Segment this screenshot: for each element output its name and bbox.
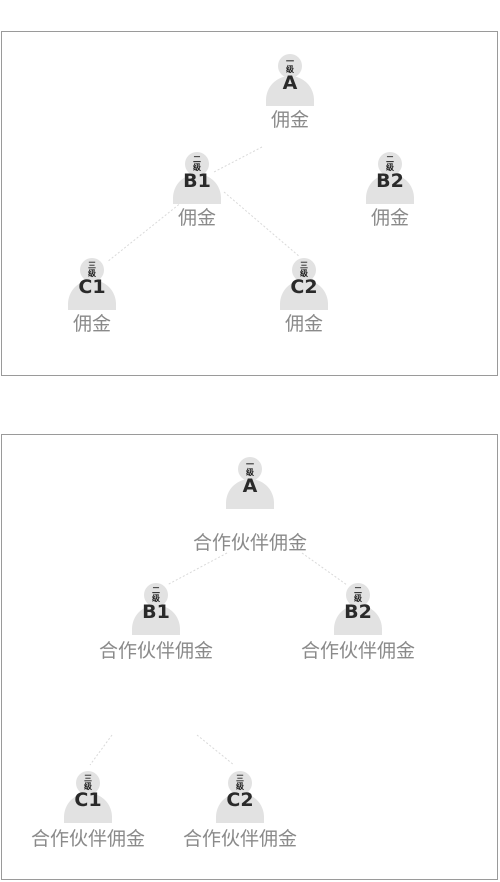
connector-b1-c2 bbox=[196, 734, 235, 766]
connector-b1-c1 bbox=[89, 734, 113, 766]
node-letter: C2 bbox=[290, 276, 318, 298]
connector-a-b1 bbox=[166, 552, 228, 586]
node-letter: B1 bbox=[183, 170, 211, 192]
node-letter: A bbox=[242, 475, 258, 497]
connector-lines-2 bbox=[89, 552, 348, 766]
person-icon: 三级 C2 bbox=[280, 258, 328, 314]
node-caption: 合作伙伴佣金 bbox=[182, 828, 297, 850]
level-badge: 三级 bbox=[300, 261, 308, 278]
node-caption: 佣金 bbox=[370, 207, 409, 229]
connector-a-b1 bbox=[213, 146, 263, 173]
connector-b1-c2 bbox=[223, 191, 301, 258]
node-caption: 佣金 bbox=[72, 313, 111, 335]
node-caption: 合作伙伴佣金 bbox=[30, 828, 145, 850]
node-letter: A bbox=[282, 72, 298, 94]
level-badge: 二级 bbox=[354, 586, 362, 603]
node-caption: 佣金 bbox=[177, 207, 216, 229]
person-icon: 二级 B1 bbox=[173, 152, 221, 208]
node-caption: 佣金 bbox=[284, 313, 323, 335]
connector-a-b2 bbox=[301, 552, 348, 586]
person-icon: 三级 C2 bbox=[216, 771, 264, 827]
person-icon: 二级 B2 bbox=[366, 152, 414, 208]
connector-b1-c1 bbox=[106, 201, 183, 263]
level-badge: 一级 bbox=[286, 57, 294, 74]
node-letter: C1 bbox=[78, 276, 106, 298]
node-letter: B1 bbox=[142, 601, 170, 623]
level-badge: 三级 bbox=[236, 774, 244, 791]
level-badge: 二级 bbox=[193, 155, 201, 172]
node-caption: 佣金 bbox=[270, 109, 309, 131]
diagram-panel-1: 一级 A 佣金 二级 B1 佣金 二级 B2 佣金 三级 C1 佣金 bbox=[1, 31, 498, 376]
node-letter: C2 bbox=[226, 789, 254, 811]
connector-lines-1 bbox=[106, 146, 301, 263]
person-icon: 二级 B2 bbox=[334, 583, 382, 639]
diagram-panel-2: 一级 A 合作伙伴佣金 二级 B1 合作伙伴佣金 二级 B2 合作伙伴佣金 三级… bbox=[1, 434, 498, 880]
level-badge: 二级 bbox=[386, 155, 394, 172]
person-icon: 一级 A bbox=[266, 54, 314, 110]
person-icon: 一级 A bbox=[226, 457, 274, 513]
node-caption: 合作伙伴佣金 bbox=[300, 640, 415, 662]
person-icon: 三级 C1 bbox=[64, 771, 112, 827]
node-letter: B2 bbox=[344, 601, 372, 623]
level-badge: 三级 bbox=[84, 774, 92, 791]
node-caption: 合作伙伴佣金 bbox=[98, 640, 213, 662]
person-icon: 三级 C1 bbox=[68, 258, 116, 314]
node-letter: B2 bbox=[376, 170, 404, 192]
level-badge: 三级 bbox=[88, 261, 96, 278]
person-icon: 二级 B1 bbox=[132, 583, 180, 639]
node-letter: C1 bbox=[74, 789, 102, 811]
level-badge: 一级 bbox=[246, 460, 254, 477]
level-badge: 二级 bbox=[152, 586, 160, 603]
node-caption: 合作伙伴佣金 bbox=[192, 532, 307, 554]
